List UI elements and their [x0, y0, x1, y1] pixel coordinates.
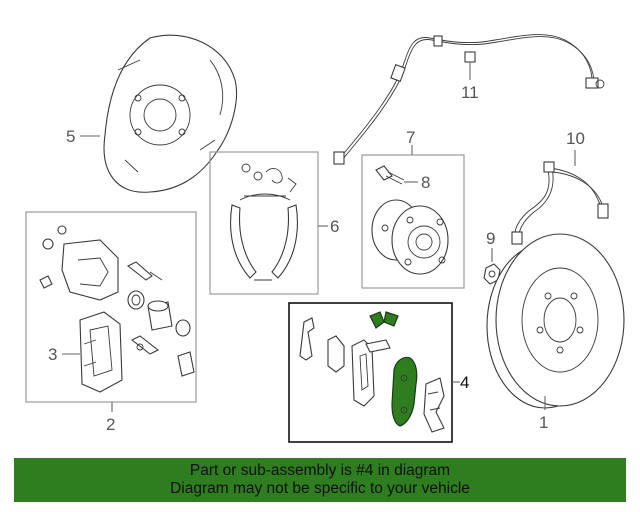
- part-4-group-box: [288, 302, 453, 443]
- info-banner: Part or sub-assembly is #4 in diagram Di…: [14, 458, 626, 502]
- part-4-shims-and-clips: [299, 317, 445, 433]
- part-2-caliper[interactable]: [39, 225, 195, 377]
- part-6-parking-brake-shoes[interactable]: [230, 163, 298, 281]
- part-4-clip-left: [369, 311, 385, 329]
- part-6-group-box: [209, 151, 319, 295]
- part-7-group-box: [361, 154, 465, 289]
- part-1-brake-rotor[interactable]: [486, 233, 625, 409]
- part-5-dust-shield[interactable]: [103, 34, 238, 193]
- banner-line-1: Part or sub-assembly is #4 in diagram: [189, 462, 451, 479]
- part-2-group-box: [25, 211, 197, 403]
- callout-7: 7: [406, 128, 415, 147]
- callout-5: 5: [66, 127, 75, 146]
- callout-9: 9: [486, 229, 495, 248]
- callout-4: 4: [460, 373, 469, 392]
- part-4-pad-shape: [391, 356, 418, 427]
- callout-6: 6: [330, 217, 339, 236]
- callout-8: 8: [421, 173, 430, 192]
- part-3-caliper-bracket[interactable]: [79, 311, 123, 393]
- callout-3: 3: [48, 345, 57, 364]
- part-4-clip-right: [383, 311, 399, 327]
- callout-11: 11: [461, 83, 479, 102]
- part-7-hub-bearing[interactable]: [371, 199, 449, 275]
- callout-10: 10: [566, 129, 585, 148]
- part-4-anti-rattle-clip[interactable]: [369, 311, 399, 329]
- part-11-abs-sensor-wire[interactable]: [333, 34, 605, 165]
- callout-1: 1: [539, 413, 548, 432]
- part-8-hub-bolt[interactable]: [375, 165, 405, 185]
- callout-2: 2: [106, 415, 115, 434]
- brake-parts-diagram: 5 11 7 8 6: [25, 34, 625, 443]
- banner-line-2: Diagram may not be specific to your vehi…: [170, 480, 470, 497]
- part-10-brake-line[interactable]: [511, 161, 609, 245]
- part-4-brake-pad[interactable]: [391, 356, 418, 427]
